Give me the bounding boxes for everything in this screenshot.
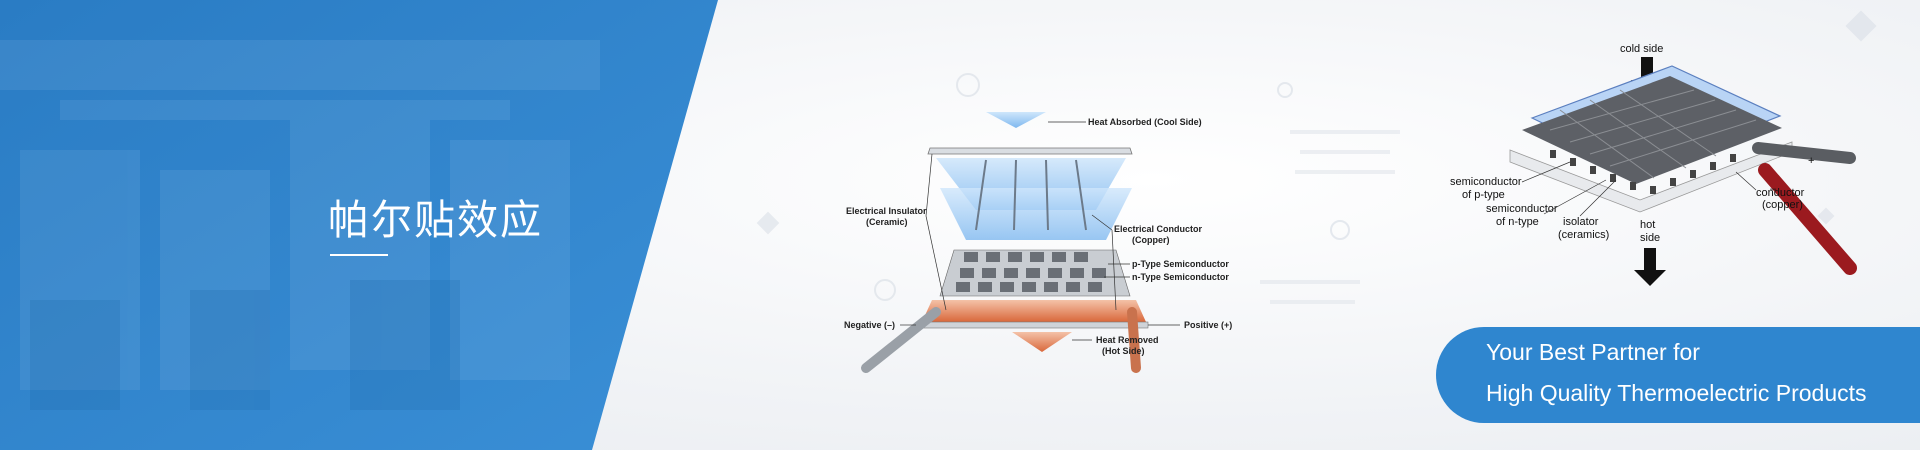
label-semi-p-2: of p-type <box>1462 189 1505 201</box>
label-plus: + <box>1808 155 1814 167</box>
title-underline <box>330 254 388 256</box>
label-cold-side: cold side <box>1620 43 1663 55</box>
label-heat-removed: Heat Removed <box>1096 335 1159 345</box>
label-isolator-1: isolator <box>1563 216 1599 228</box>
label-minus: – <box>1770 183 1777 195</box>
tagline-line-1: Your Best Partner for <box>1486 339 1700 365</box>
label-ceramic: (Ceramic) <box>866 217 908 227</box>
label-hot-side: (Hot Side) <box>1102 346 1145 356</box>
label-copper: (Copper) <box>1132 235 1170 245</box>
label-n-type: n-Type Semiconductor <box>1132 272 1229 282</box>
tagline-line-2: High Quality Thermoelectric Products <box>1486 380 1867 406</box>
tagline-banner: Your Best Partner for High Quality Therm… <box>1436 327 1920 423</box>
label-side: side <box>1640 232 1660 244</box>
label-hot: hot <box>1640 219 1655 231</box>
label-semi-n-1: semiconductor <box>1486 203 1558 215</box>
peltier-diagram-left: Heat Absorbed (Cool Side) <box>844 112 1232 373</box>
label-heat-absorbed: Heat Absorbed (Cool Side) <box>1088 117 1202 127</box>
label-conductor-2: (copper) <box>1762 199 1803 211</box>
label-electrical-conductor: Electrical Conductor <box>1114 224 1203 234</box>
label-conductor-1: conductor <box>1756 187 1805 199</box>
label-negative: Negative (–) <box>844 320 895 330</box>
page-title: 帕尔贴效应 <box>328 196 543 244</box>
label-p-type: p-Type Semiconductor <box>1132 259 1229 269</box>
label-isolator-2: (ceramics) <box>1558 229 1609 241</box>
peltier-diagram-right: cold side + – semiconductor of p-type <box>1450 43 1857 286</box>
label-semi-n-2: of n-type <box>1496 216 1539 228</box>
label-semi-p-1: semiconductor <box>1450 176 1522 188</box>
label-electrical-insulator: Electrical Insulator <box>846 206 927 216</box>
label-positive: Positive (+) <box>1184 320 1232 330</box>
